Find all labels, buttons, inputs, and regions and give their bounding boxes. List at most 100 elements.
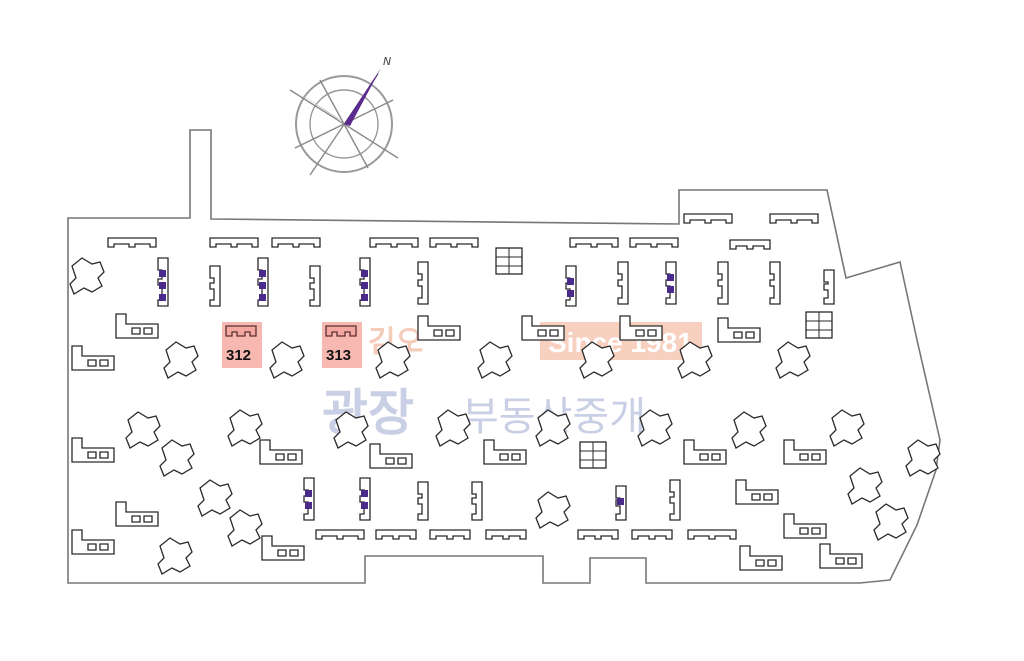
building-l-shape — [735, 479, 779, 505]
building-cluster — [159, 439, 195, 477]
building-l-shape — [261, 535, 305, 561]
building-cluster — [69, 257, 105, 295]
building-outline — [429, 529, 471, 540]
building-outline — [819, 543, 863, 569]
building-vertical — [769, 261, 781, 305]
unit-mark — [305, 502, 312, 509]
building-cluster — [435, 409, 471, 447]
building-outline — [717, 317, 761, 343]
building-horizontal — [429, 529, 471, 540]
building-outline — [159, 439, 195, 477]
building-outline — [769, 213, 819, 224]
building-cluster — [375, 341, 411, 379]
building-outline — [107, 237, 157, 248]
building-tower — [495, 247, 523, 275]
building-outline — [775, 341, 811, 379]
building-l-shape — [417, 315, 461, 341]
building-horizontal — [315, 529, 365, 540]
building-l-shape — [369, 443, 413, 469]
building-horizontal — [429, 237, 479, 248]
building-outline — [261, 535, 305, 561]
unit-label-313: 313 — [326, 347, 351, 364]
building-horizontal — [577, 529, 619, 540]
building-horizontal — [209, 237, 259, 248]
building-cluster — [227, 409, 263, 447]
building-l-shape — [71, 437, 115, 463]
building-horizontal — [729, 239, 771, 250]
unit-mark — [159, 270, 166, 277]
building-cluster — [125, 411, 161, 449]
building-cluster — [579, 341, 615, 379]
building-horizontal — [375, 529, 417, 540]
building-outline — [71, 437, 115, 463]
building-outline — [565, 265, 577, 307]
unit-mark — [361, 490, 368, 497]
building-outline — [677, 341, 713, 379]
building-cluster — [847, 467, 883, 505]
compass-icon: N — [289, 55, 399, 176]
building-outline — [417, 315, 461, 341]
building-vertical-marked — [157, 257, 169, 307]
building-tower — [805, 311, 833, 339]
unit-mark — [567, 278, 574, 285]
building-outline — [429, 237, 479, 248]
building-outline — [157, 537, 193, 575]
building-cluster — [677, 341, 713, 379]
building-l-shape — [819, 543, 863, 569]
building-outline — [665, 261, 677, 305]
building-l-shape — [71, 345, 115, 371]
building-outline — [115, 501, 159, 527]
building-outline — [333, 411, 369, 449]
building-horizontal — [769, 213, 819, 224]
building-outline — [569, 237, 619, 248]
building-outline — [617, 261, 629, 305]
building-outline — [731, 411, 767, 449]
building-cluster — [227, 509, 263, 547]
unit-313[interactable]: 313 — [322, 322, 362, 368]
building-l-shape — [115, 501, 159, 527]
building-l-shape — [783, 513, 827, 539]
building-outline — [783, 513, 827, 539]
building-outline — [485, 529, 527, 540]
building-outline — [829, 409, 865, 447]
building-vertical — [717, 261, 729, 305]
building-outline — [209, 265, 221, 307]
building-l-shape — [739, 545, 783, 571]
building-outline — [477, 341, 513, 379]
building-vertical — [471, 481, 483, 521]
building-horizontal — [629, 237, 679, 248]
building-l-shape — [259, 439, 303, 465]
building-outline — [683, 439, 727, 465]
building-outline — [905, 439, 941, 477]
building-outline — [483, 439, 527, 465]
building-outline — [739, 545, 783, 571]
building-outline — [631, 529, 673, 540]
building-outline — [309, 265, 321, 307]
compass-north-label: N — [383, 55, 391, 68]
unit-312[interactable]: 312 — [222, 322, 262, 368]
building-vertical-marked — [565, 265, 577, 307]
building-outline — [71, 529, 115, 555]
building-outline — [271, 237, 321, 248]
building-outline — [369, 443, 413, 469]
building-cluster — [163, 341, 199, 379]
building-l-shape — [115, 313, 159, 339]
building-vertical-marked — [303, 477, 315, 521]
building-outline — [471, 481, 483, 521]
building-cluster — [197, 479, 233, 517]
watermark-brand-main: 광장 — [322, 384, 414, 442]
building-outline — [735, 479, 779, 505]
building-outline — [163, 341, 199, 379]
building-outline — [417, 481, 429, 521]
building-horizontal — [687, 529, 737, 540]
building-outline — [847, 467, 883, 505]
building-horizontal — [271, 237, 321, 248]
building-outline — [115, 313, 159, 339]
building-l-shape — [619, 315, 663, 341]
unit-mark — [567, 290, 574, 297]
unit-mark — [259, 270, 266, 277]
building-outline — [637, 409, 673, 447]
building-outline — [435, 409, 471, 447]
building-outline — [269, 341, 305, 379]
